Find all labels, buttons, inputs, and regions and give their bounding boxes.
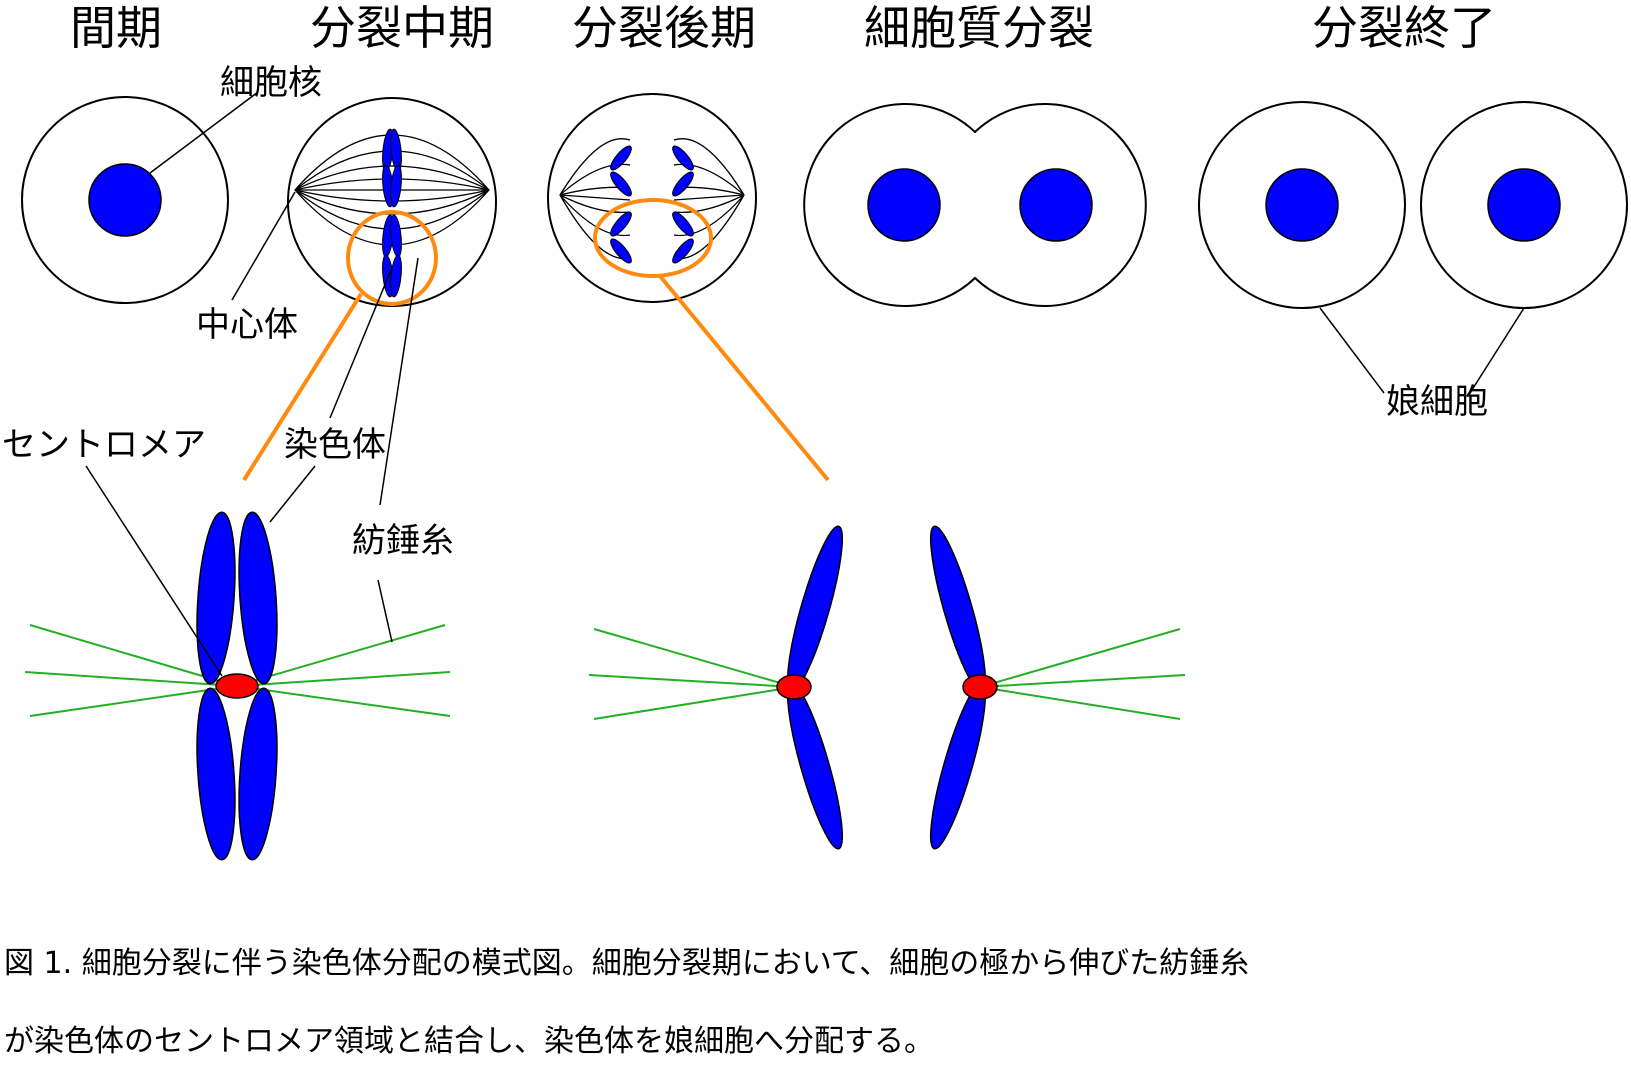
cytokinesis-cell xyxy=(803,103,1147,307)
label-centrosome: 中心体 xyxy=(196,305,298,345)
centromere-leader-line xyxy=(85,465,223,677)
metaphase-highlight-ring xyxy=(346,210,438,306)
anaphase-cell xyxy=(547,93,757,303)
daughter-nucleus-right xyxy=(1487,168,1561,242)
title-cytokinesis: 細胞質分裂 xyxy=(864,1,1094,55)
cytokinesis-nucleus-right xyxy=(1019,168,1093,242)
label-centromere: セントロメア xyxy=(2,425,206,465)
zoom-chromatid-pair xyxy=(196,511,278,861)
daughter-nucleus-left xyxy=(1265,168,1339,242)
label-chromosome: 染色体 xyxy=(284,425,386,465)
zoom-anaphase-centromere-right xyxy=(962,674,998,700)
cytokinesis-nucleus-left xyxy=(867,168,941,242)
spindle-leader-line-upper xyxy=(379,257,419,506)
figure-caption: 図 1. 細胞分裂に伴う染色体分配の模式図。細胞分裂期において、細胞の極から伸び… xyxy=(4,925,1629,1081)
title-telophase: 分裂終了 xyxy=(1312,1,1496,55)
daughter-cell-right xyxy=(1420,101,1628,309)
nucleus-leader-line xyxy=(149,91,259,174)
metaphase-cell xyxy=(287,97,497,307)
anaphase-highlight-ring xyxy=(593,198,713,278)
anaphase-chromosomes xyxy=(610,145,694,264)
caption-line-1: 図 1. 細胞分裂に伴う染色体分配の模式図。細胞分裂期において、細胞の極から伸び… xyxy=(4,946,1250,981)
label-spindle: 紡錘糸 xyxy=(352,521,454,561)
metaphase-chromosomes xyxy=(382,128,402,298)
zoom-centromere xyxy=(215,673,259,699)
spindle-leader-line-lower xyxy=(377,579,393,643)
daughter-leader-line-right xyxy=(1469,307,1525,394)
zoom-line-metaphase xyxy=(242,292,363,482)
zoom-anaphase-spindle-right xyxy=(979,628,1186,720)
zoom-anaphase-centromere-left xyxy=(776,674,812,700)
daughter-leader-line-left xyxy=(1319,307,1385,394)
chromosome-leader-line-lower xyxy=(269,465,316,523)
caption-line-2: が染色体のセントロメア領域と結合し、染色体を娘細胞へ分配する。 xyxy=(4,1024,934,1059)
zoom-metaphase-spindle xyxy=(24,624,451,717)
title-interphase: 間期 xyxy=(70,1,162,55)
daughter-cell-left xyxy=(1198,101,1406,309)
label-daughter-cells: 娘細胞 xyxy=(1386,382,1488,422)
chromosome-leader-line-upper xyxy=(329,269,392,419)
cell-division-diagram: 間期 分裂中期 分裂後期 細胞質分裂 分裂終了 細胞核 xyxy=(2,1,1628,861)
title-anaphase: 分裂後期 xyxy=(572,1,756,55)
label-nucleus: 細胞核 xyxy=(220,63,322,103)
zoom-line-anaphase xyxy=(658,274,830,482)
zoom-anaphase-spindle-left xyxy=(588,628,795,720)
interphase-cell xyxy=(21,96,229,304)
centrosome-leader-line xyxy=(231,191,296,301)
nucleus xyxy=(88,163,162,237)
title-metaphase: 分裂中期 xyxy=(310,1,494,55)
